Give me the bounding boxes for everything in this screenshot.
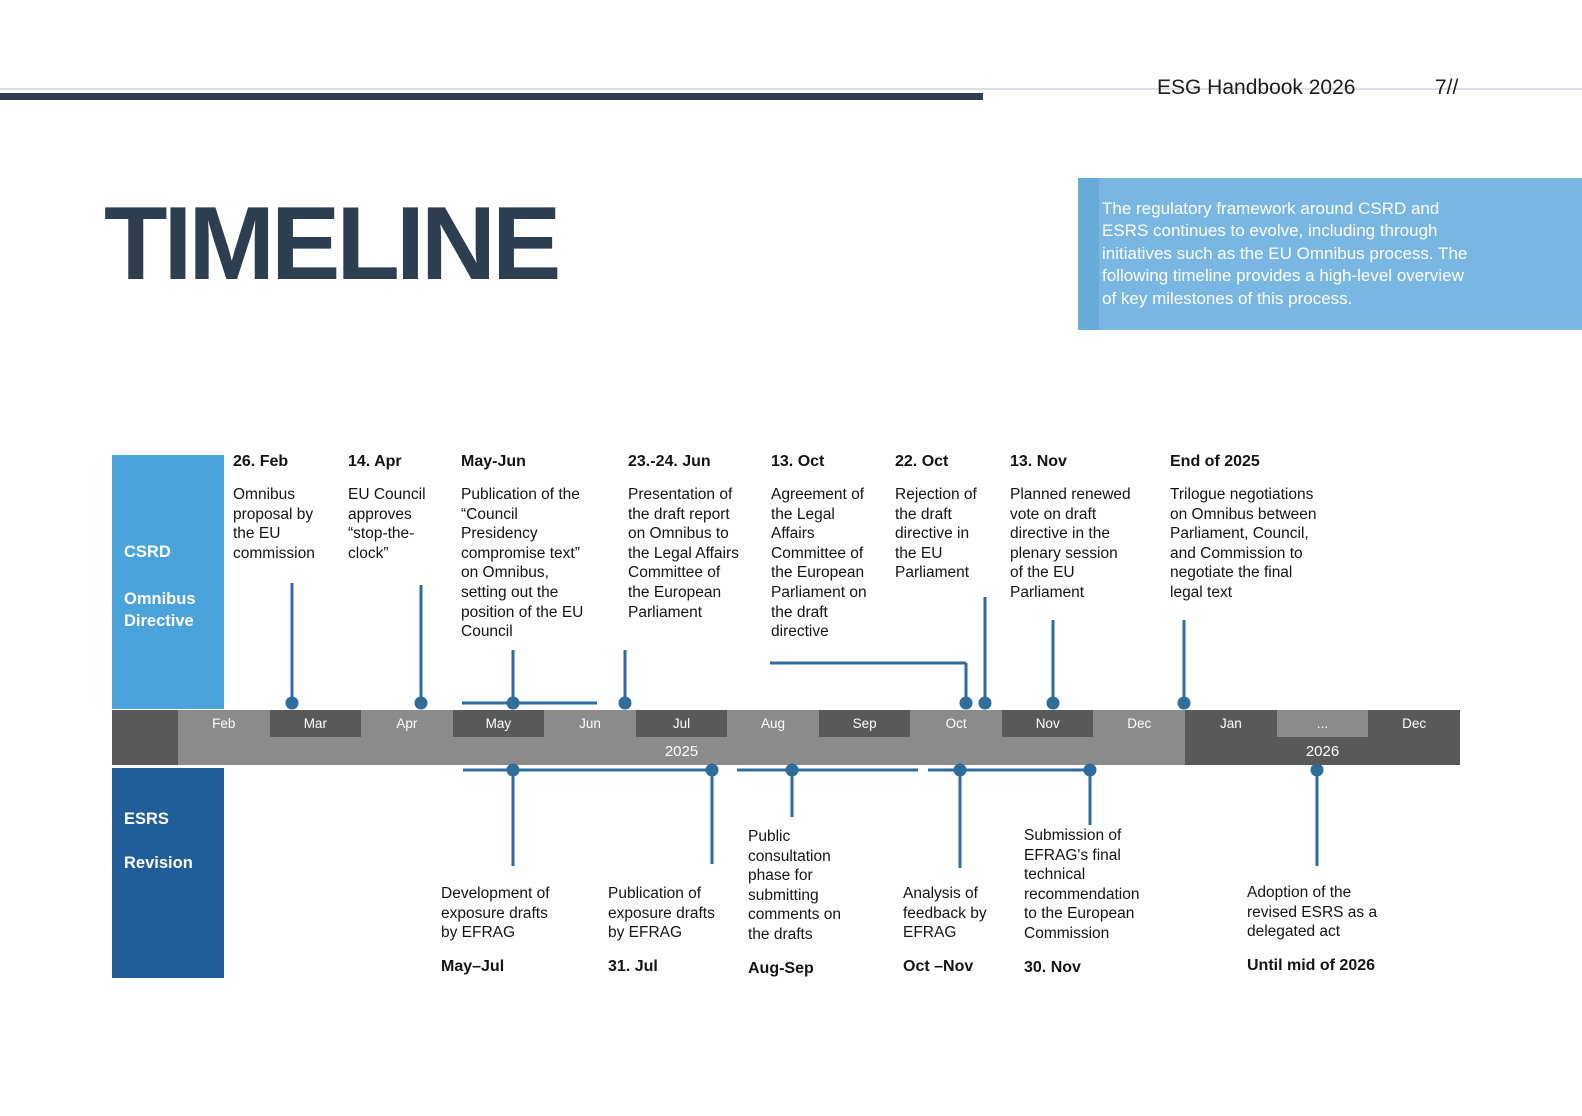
handbook-title: ESG Handbook 2026 [1157,76,1356,99]
timeline-event-bottom: Development of exposure drafts by EFRAG M… [441,884,591,977]
milestone-dot [1310,763,1324,777]
intro-callout-box: The regulatory framework around CSRD and… [1078,178,1582,330]
event-date: Oct –Nov [903,957,974,975]
milestone-dot [285,696,299,710]
event-date: 31. Jul [608,957,658,975]
event-description: Presentation of the draft report on Omni… [628,486,739,621]
month-cell-Sep: Sep [818,710,911,737]
milestone-dot [978,696,992,710]
milestone-dot [414,696,428,710]
timeline-event-bottom: Submission of EFRAG's final technical re… [1024,826,1176,978]
year-label-2025: 2025 [664,742,699,760]
event-date: May-Jun [461,453,526,470]
timeline-event-top: 14. Apr EU Council approves “stop-the- cl… [348,452,458,563]
event-description: Adoption of the revised ESRS as a delega… [1247,884,1378,941]
milestone-dot [618,696,632,710]
month-cell-: ... [1276,710,1369,737]
milestone-dot [1083,763,1097,777]
header-thin-rule [0,88,1582,90]
milestone-dot [959,696,973,710]
event-date: 23.-24. Jun [628,453,711,470]
event-description: Planned renewed vote on draft directive … [1010,486,1131,601]
month-cell-Dec: Dec [1127,716,1152,731]
event-description: Agreement of the Legal Affairs Committee… [771,486,867,641]
event-description: Omnibus proposal by the EU commission [233,486,315,562]
timeline-event-bottom: Public consultation phase for submitting… [748,827,866,979]
page-title: TIMELINE [104,186,561,302]
track-subtitle: Revision [124,854,193,872]
page-number: 7// [1435,76,1459,99]
event-date: End of 2025 [1170,453,1260,470]
track-subtitle: Omnibus Directive [124,590,196,630]
event-description: Rejection of the draft directive in the … [895,486,977,582]
event-date: 26. Feb [233,453,289,470]
milestone-dot [953,763,967,777]
month-cell-Oct: Oct [945,716,967,731]
intro-callout-accent-strip [1078,178,1099,330]
event-date: 22. Oct [895,453,949,470]
month-cell-Mar: Mar [269,710,362,737]
event-date: May–Jul [441,957,505,975]
milestone-dot [785,763,799,777]
month-cell-Jun: Jun [579,716,601,731]
event-date: 13. Nov [1010,453,1067,470]
event-description: EU Council approves “stop-the- clock” [348,486,426,562]
event-description: Publication of exposure drafts by EFRAG [608,885,715,942]
timeline-event-bottom: Adoption of the revised ESRS as a delega… [1247,883,1412,976]
track-label-esrs-revision: ESRS Revision [112,768,224,978]
milestone-dot [705,763,719,777]
timeline-event-bottom: Publication of exposure drafts by EFRAG 3… [608,884,758,977]
track-name: ESRS [124,810,169,828]
timeline-event-bottom: Analysis of feedback by EFRAG Oct –Nov [903,884,1021,977]
month-cell-Jul: Jul [635,710,728,737]
milestone-dot [1177,696,1191,710]
event-description: Analysis of feedback by EFRAG [903,885,987,942]
event-description: Public consultation phase for submitting… [748,828,842,943]
event-date: Aug-Sep [748,959,814,977]
milestone-dot [1046,696,1060,710]
event-date: 30. Nov [1024,958,1081,976]
milestone-dot [506,696,520,710]
event-description: Trilogue negotiations on Omnibus between… [1170,486,1317,601]
event-description: Publication of the “Council Presidency c… [461,486,584,641]
event-description: Submission of EFRAG's final technical re… [1024,827,1140,942]
event-date: 14. Apr [348,453,402,470]
month-cell-Jan: Jan [1219,716,1242,731]
event-date: 13. Oct [771,453,825,470]
track-label-csrd-omnibus: CSRD Omnibus Directive [112,455,224,709]
month-row-2026: Jan... Dec [1185,710,1460,737]
intro-text: The regulatory framework around CSRD and… [1102,199,1468,308]
month-cell-Aug: Aug [761,716,786,731]
year-label-2026: 2026 [1305,742,1340,760]
header-accent-rule [0,93,983,100]
month-row-2025: Feb Mar Apr May Jun Jul Aug Sep Oct Nov Dec [178,710,1185,737]
month-cell-Apr: Apr [396,716,418,731]
month-cell-Nov: Nov [1001,710,1094,737]
timeline-bar-left-block [112,710,178,765]
track-name: CSRD [124,543,171,561]
milestone-dot [506,763,520,777]
month-cell-Dec: Dec [1402,716,1427,731]
month-cell-Feb: Feb [212,716,236,731]
event-description: Development of exposure drafts by EFRAG [441,885,550,942]
event-date: Until mid of 2026 [1247,956,1376,974]
month-cell-May: May [452,710,545,737]
